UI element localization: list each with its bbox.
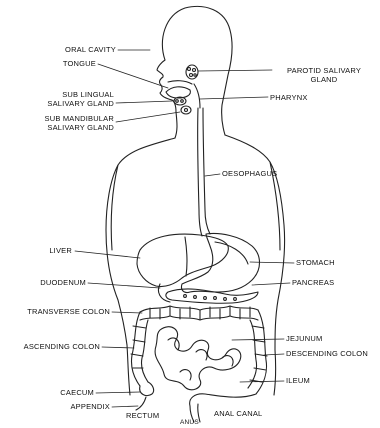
label-sub-lingual: SUB LINGUAL SALIVARY GLAND: [34, 91, 114, 108]
label-sub-mandibular: SUB MANDIBULAR SALIVARY GLAND: [34, 115, 114, 132]
label-anus: ANUS: [180, 419, 210, 428]
label-ileum: ILEUM: [286, 377, 326, 386]
label-descending-colon: DESCENDING COLON: [286, 350, 380, 359]
label-pancreas: PANCREAS: [292, 279, 362, 288]
rectum: [190, 394, 256, 406]
ascending-colon: [131, 312, 140, 386]
oesophagus-right: [203, 108, 210, 234]
label-oral-cavity: ORAL CAVITY: [50, 46, 116, 55]
label-appendix: APPENDIX: [50, 403, 110, 412]
label-duodenum: DUODENUM: [20, 279, 86, 288]
face-profile: [157, 60, 176, 112]
pancreas: [166, 289, 258, 303]
appendix: [136, 397, 146, 410]
label-rectum: RECTUM: [126, 412, 176, 421]
label-caecum: CAECUM: [44, 389, 94, 398]
torso-left: [106, 138, 175, 395]
label-tongue: TONGUE: [50, 60, 96, 69]
label-anal-canal: ANAL CANAL: [214, 410, 284, 419]
tongue-shape: [166, 87, 190, 98]
caecum: [140, 382, 154, 396]
label-oesophagus: OESOPHAGUS: [222, 170, 302, 179]
label-parotid: PAROTID SALIVARY GLAND: [274, 67, 374, 84]
small-intestine: [155, 327, 241, 390]
palate: [168, 81, 192, 84]
label-ascending-colon: ASCENDING COLON: [4, 343, 100, 352]
submandibular-gland: [181, 106, 191, 114]
neck-front: [175, 112, 177, 138]
label-liver: LIVER: [30, 247, 72, 256]
label-transverse-colon: TRANSVERSE COLON: [6, 308, 110, 317]
parotid-gland: [186, 65, 198, 79]
pharynx: [194, 84, 200, 108]
label-jejunum: JEJUNUM: [286, 335, 346, 344]
label-pharynx: PHARYNX: [270, 94, 330, 103]
oesophagus-left: [198, 108, 202, 236]
label-stomach: STOMACH: [296, 259, 356, 268]
